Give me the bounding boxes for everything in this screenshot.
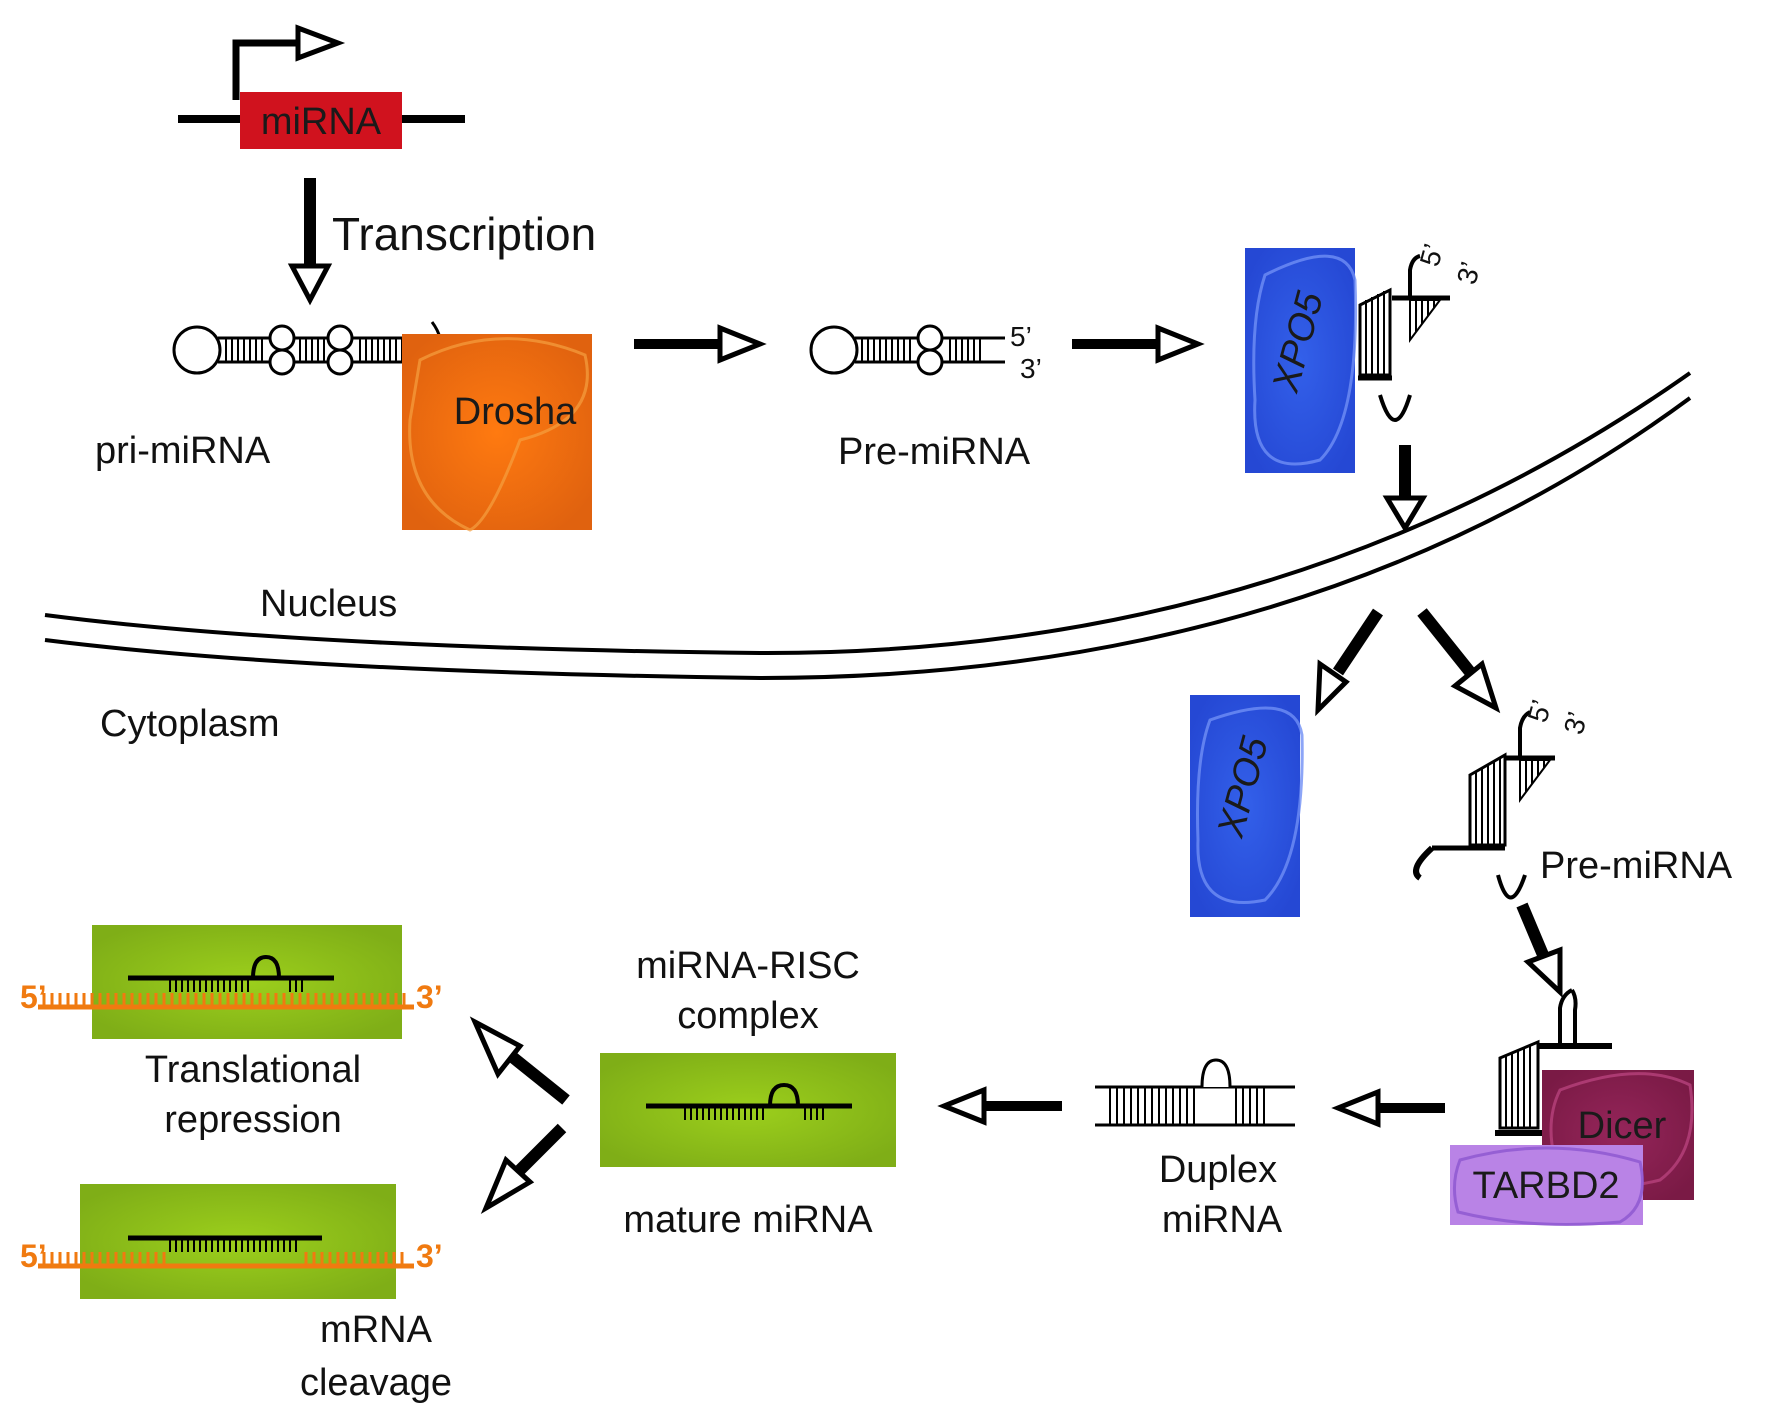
arrow-risc-loading [937,1086,1062,1126]
duplex-label-line1: Duplex [1159,1149,1277,1191]
pre-mirna-nuclear-label: Pre-miRNA [838,431,1031,473]
xpo5-nuclear: XPO5 5’ 3’ [1245,240,1486,473]
cleavage-3prime: 3’ [416,1238,443,1274]
arrow-nuclear-export [1382,445,1428,533]
repression-label-line2: repression [164,1099,341,1141]
mirna-gene-label: miRNA [261,101,382,143]
repression-5prime: 5’ [20,979,47,1015]
arrow-dicing-head-icon [1331,1088,1381,1128]
pre-mirna-nuclear-5prime: 5’ [1010,321,1032,352]
pre-mirna-nuclear-3prime: 3’ [1020,353,1042,384]
transcription-label: Transcription [332,208,596,260]
xpo5-nuclear-5prime: 5’ [1414,240,1450,269]
arrow-processing-head-icon [717,324,767,364]
arrow-xpo5-release [1315,608,1383,717]
pri-mirna: pri-miRNA [95,321,442,472]
arrow-dicer-binding-head-icon [1523,946,1563,998]
translational-repression: 5’ 3’ Translational repression [20,925,443,1141]
nuclear-membrane [44,371,1692,681]
drosha-enzyme: Drosha [402,334,592,532]
cleavage-label-line2: cleavage [300,1362,452,1404]
pre-mirna-cytoplasmic-5prime: 5’ [1522,696,1558,725]
arrow-to-repression [469,1016,570,1105]
arrow-to-cleavage [480,1123,567,1214]
mature-mirna-label: mature miRNA [623,1199,873,1241]
pri-mirna-bulges [268,324,354,376]
pre-mirna-cytoplasmic [1413,710,1555,900]
repression-label-line1: Translational [145,1049,361,1091]
arrow-dicer-binding [1516,902,1563,998]
duplex-label-line2: miRNA [1162,1199,1283,1241]
arrow-pre-mirna-release-head-icon [1450,659,1501,714]
risc-complex: miRNA-RISC complex mature miRNA [600,945,896,1241]
drosha-label: Drosha [454,391,577,433]
arrow-processing [634,324,767,364]
arrow-export-binding-head-icon [1155,324,1205,364]
xpo5-cytoplasmic: XPO5 [1190,695,1304,917]
arrow-nuclear-export-head-icon [1382,495,1428,533]
risc-title-line1: miRNA-RISC [636,945,860,987]
drosha-box [402,334,592,530]
duplex-mirna: Duplex miRNA [1095,1058,1295,1241]
cleavage-label-line1: mRNA [320,1309,433,1351]
transcription-arrow: Transcription [287,178,596,306]
dicer-label: Dicer [1578,1105,1667,1147]
transcription-arrowhead-icon [287,263,333,306]
arrow-to-repression-head-icon [469,1016,524,1079]
dicer-bound-pre-mirna [1495,988,1612,1136]
mirna-gene-box [240,92,402,149]
xpo5-nuclear-3prime: 3’ [1451,258,1487,287]
arrow-dicing [1331,1088,1445,1128]
repression-3prime: 3’ [416,979,443,1015]
promoter-arrow-icon [232,39,302,100]
dicer-complex: Dicer TARBD2 [1450,988,1694,1226]
cleavage-mrna: 5’ 3’ [20,1238,443,1274]
arrow-to-cleavage-head-icon [480,1155,535,1214]
pre-mirna-nuclear-base-pairs [861,338,981,362]
nucleus-label: Nucleus [260,583,397,625]
cytoplasm-label: Cytoplasm [100,703,280,745]
repression-mrna: 5’ 3’ [20,979,443,1015]
risc-title-line2: complex [677,995,819,1037]
pri-mirna-label: pri-miRNA [95,430,271,472]
tarbd2-label: TARBD2 [1472,1165,1619,1207]
arrow-risc-loading-head-icon [937,1086,987,1126]
pre-mirna-nuclear: 5’ 3’ Pre-miRNA [809,321,1042,473]
pre-mirna-cytoplasmic-label: Pre-miRNA [1540,845,1733,887]
cleavage-5prime: 5’ [20,1238,47,1274]
arrow-export-binding [1072,324,1205,364]
promoter-arrowhead-icon [295,24,346,62]
pre-mirna-cytoplasmic-3prime: 3’ [1558,708,1594,737]
cleavage-risc-box [80,1184,396,1299]
risc-box [600,1053,896,1167]
xpo5-bound-pre-mirna [1358,254,1450,422]
arrow-xpo5-release-head-icon [1315,659,1350,717]
mirna-gene: miRNA [178,24,465,149]
arrow-pre-mirna-release [1417,608,1501,714]
pri-mirna-base-pairs [225,338,403,362]
tarbd2-box [1450,1145,1643,1225]
mrna-cleavage: 5’ 3’ mRNA cleavage [20,1184,452,1404]
xpo5-cytoplasmic-box [1190,695,1300,917]
